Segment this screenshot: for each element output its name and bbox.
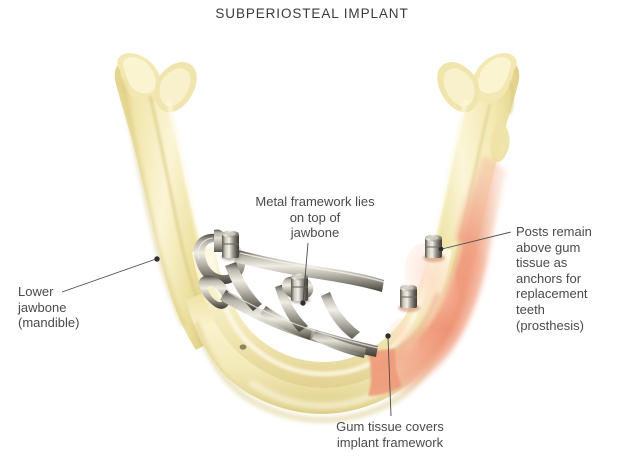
callout-lower-jawbone: Lower jawbone (mandible)	[18, 284, 80, 331]
mental-foramen	[239, 344, 247, 350]
leader-dots	[154, 246, 444, 339]
implant-post-lower-right	[398, 284, 420, 312]
leader-lines	[61, 231, 512, 417]
leader-line-posts	[441, 231, 512, 250]
leader-line-lower-jawbone	[61, 258, 157, 293]
anchor-dot-gum-tissue	[385, 333, 391, 339]
anchor-dot-posts	[438, 246, 444, 252]
implant-post-anterior-left	[221, 230, 241, 261]
page-title: SUBPERIOSTEAL IMPLANT	[215, 6, 409, 21]
implant-post-central	[290, 273, 310, 304]
callout-posts: Posts remain above gum tissue as anchors…	[516, 224, 592, 333]
implant-post-upper-right	[423, 234, 445, 262]
gum-tissue	[368, 156, 506, 400]
anchor-dot-metal-framework	[300, 300, 306, 306]
leader-line-metal-framework	[302, 242, 309, 303]
anchor-dot-lower-jawbone	[154, 256, 160, 262]
callout-gum-tissue: Gum tissue covers implant framework	[336, 419, 444, 450]
leader-line-gum-tissue	[387, 336, 392, 417]
callout-metal-framework: Metal framework lies on top of jawbone	[255, 194, 375, 241]
